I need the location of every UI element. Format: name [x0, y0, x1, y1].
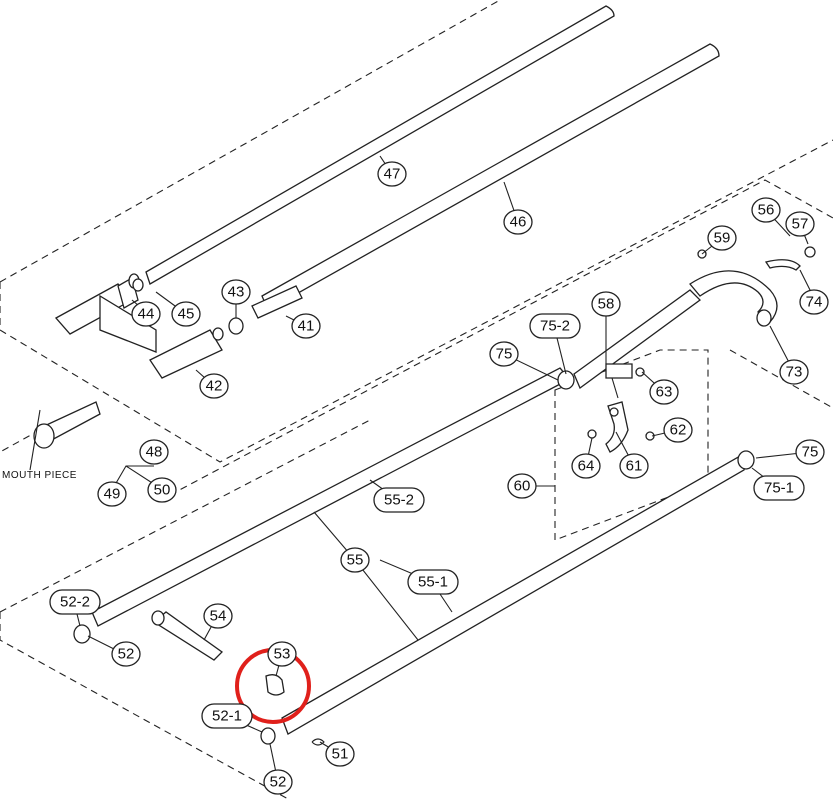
callout-75-2-label: 75-2: [540, 318, 570, 335]
callout-52-upper-label: 52: [118, 646, 135, 663]
callout-50[interactable]: 50: [147, 477, 177, 503]
receiver-41: [251, 285, 303, 319]
callout-75-2[interactable]: 75-2: [529, 313, 581, 339]
callout-43[interactable]: 43: [221, 279, 251, 305]
callout-75-upper[interactable]: 75: [489, 341, 519, 367]
callout-46[interactable]: 46: [503, 209, 533, 235]
middle-group-outline: [0, 179, 833, 496]
part-74: [764, 259, 801, 271]
callout-47-label: 47: [384, 166, 401, 183]
callout-45[interactable]: 45: [171, 301, 201, 327]
callout-42[interactable]: 42: [199, 373, 229, 399]
part-57: [804, 246, 816, 258]
brace-58: [605, 363, 633, 399]
callout-58-label: 58: [598, 296, 615, 313]
callout-64-label: 64: [578, 458, 595, 475]
screw-63: [635, 367, 645, 377]
callout-59[interactable]: 59: [707, 225, 737, 251]
callout-47[interactable]: 47: [377, 161, 407, 187]
callout-53[interactable]: 53: [267, 641, 297, 667]
callout-63[interactable]: 63: [649, 379, 679, 405]
callout-51-label: 51: [332, 746, 349, 763]
callout-55-2[interactable]: 55-2: [373, 487, 425, 513]
callout-52-lower-label: 52: [270, 774, 287, 791]
callout-55-label: 55: [347, 552, 364, 569]
callout-48[interactable]: 48: [139, 439, 169, 465]
callout-74[interactable]: 74: [799, 289, 829, 315]
mouthpiece: [33, 401, 101, 449]
callout-44[interactable]: 44: [131, 301, 161, 327]
callout-46-label: 46: [510, 214, 527, 231]
callout-59-label: 59: [714, 230, 731, 247]
callout-74-label: 74: [806, 294, 823, 311]
outer-slide-lower: [737, 450, 755, 470]
callout-49[interactable]: 49: [97, 481, 127, 507]
callout-63-label: 63: [656, 384, 673, 401]
part-54: [151, 610, 224, 661]
callout-75-lower-label: 75: [802, 444, 819, 461]
callout-55-1-label: 55-1: [418, 574, 448, 591]
part-53: [265, 674, 285, 696]
leader-lines: [29, 155, 815, 783]
callout-60[interactable]: 60: [507, 473, 537, 499]
callout-51[interactable]: 51: [325, 741, 355, 767]
callout-73[interactable]: 73: [779, 359, 809, 385]
part-45: [132, 278, 144, 292]
callout-60-label: 60: [514, 478, 531, 495]
callout-75-1-label: 75-1: [764, 480, 794, 497]
callout-44-label: 44: [138, 306, 155, 323]
callout-55[interactable]: 55: [340, 547, 370, 573]
callout-75-upper-label: 75: [496, 346, 513, 363]
callout-57-label: 57: [792, 216, 809, 233]
callout-64[interactable]: 64: [571, 453, 601, 479]
callout-52-lower[interactable]: 52: [263, 769, 293, 795]
crook-73: [689, 270, 778, 327]
tube-46: [261, 43, 720, 311]
callout-55-2-label: 55-2: [384, 492, 414, 509]
screw-64: [587, 429, 597, 439]
clip-51: [311, 738, 325, 746]
part-42: [149, 317, 244, 379]
callout-50-label: 50: [154, 482, 171, 499]
callout-49-label: 49: [104, 486, 121, 503]
tube-47: [145, 5, 615, 285]
tube-55-1: [281, 455, 746, 735]
slide-lock-61: [605, 401, 629, 453]
callout-52-upper[interactable]: 52: [111, 641, 141, 667]
callout-41-label: 41: [298, 318, 315, 335]
lower-group-outline: [0, 349, 833, 800]
callout-62[interactable]: 62: [663, 417, 693, 443]
callout-52-2[interactable]: 52-2: [49, 589, 101, 615]
ring-52-upper: [73, 624, 91, 644]
callout-75-lower[interactable]: 75: [795, 439, 825, 465]
mouthpiece-label: MOUTH PIECE: [2, 470, 77, 481]
ring-52-lower: [260, 727, 276, 745]
callout-52-1-label: 52-1: [212, 708, 242, 725]
bracket-group-60-outline: [554, 349, 709, 541]
callout-58[interactable]: 58: [591, 291, 621, 317]
callout-61[interactable]: 61: [619, 453, 649, 479]
callout-52-2-label: 52-2: [60, 594, 90, 611]
callout-54-label: 54: [210, 608, 227, 625]
callout-48-label: 48: [146, 444, 163, 461]
callout-42-label: 42: [206, 378, 223, 395]
callout-61-label: 61: [626, 458, 643, 475]
callout-53-label: 53: [274, 646, 291, 663]
callout-56[interactable]: 56: [751, 197, 781, 223]
callout-52-1[interactable]: 52-1: [201, 703, 253, 729]
callout-73-label: 73: [786, 364, 803, 381]
callout-75-1[interactable]: 75-1: [753, 475, 805, 501]
callout-54[interactable]: 54: [203, 603, 233, 629]
callout-43-label: 43: [228, 284, 245, 301]
upper-group-outline: [0, 0, 833, 463]
callout-41[interactable]: 41: [291, 313, 321, 339]
callout-62-label: 62: [670, 422, 687, 439]
callout-45-label: 45: [178, 306, 195, 323]
callout-55-1[interactable]: 55-1: [407, 569, 459, 595]
callout-56-label: 56: [758, 202, 775, 219]
callout-57[interactable]: 57: [785, 211, 815, 237]
